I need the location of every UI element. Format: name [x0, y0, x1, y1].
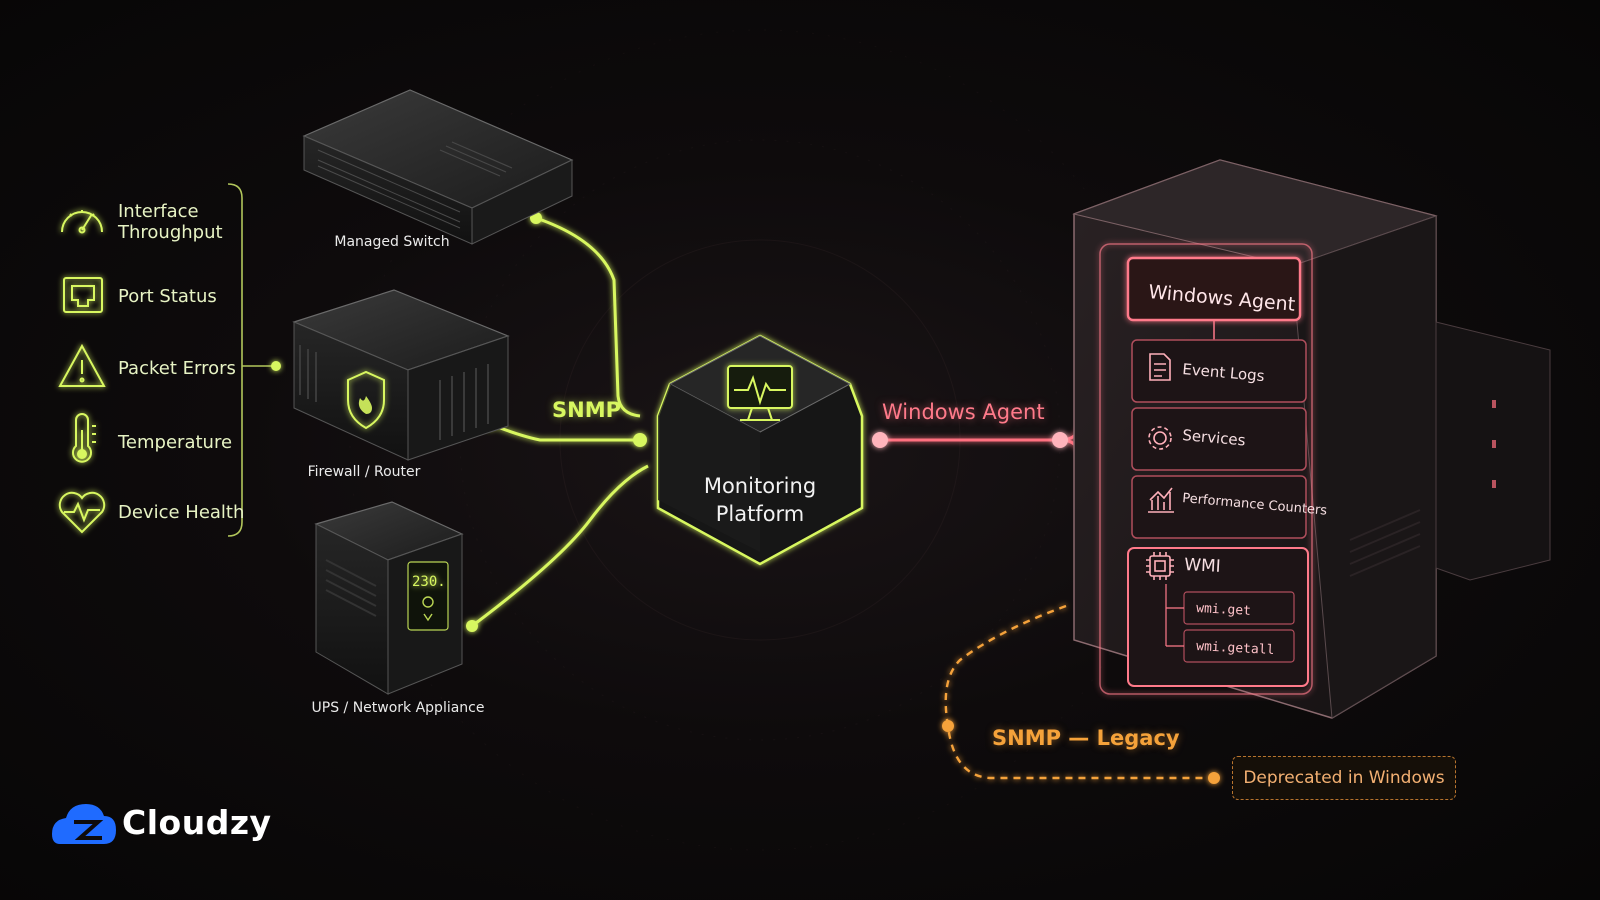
- hub-label-text: Monitoring Platform: [703, 474, 817, 526]
- bracket-node: [271, 361, 281, 371]
- wmi-call-getall: wmi.getall: [1196, 639, 1275, 658]
- metric-device-health: Device Health: [58, 488, 244, 536]
- metric-label: Temperature: [118, 431, 233, 453]
- ethernet-port-icon-slot: [58, 272, 106, 320]
- metric-label: Device Health: [118, 501, 245, 523]
- bar-chart-icon: [1148, 487, 1174, 513]
- ups-appliance-label: UPS / Network Appliance: [311, 700, 485, 716]
- metrics-bracket: [227, 183, 276, 537]
- ups-display-value: 230.: [412, 574, 446, 590]
- hub-snmp-node: [633, 433, 647, 447]
- gauge-icon: [61, 210, 103, 234]
- ups-device: [314, 501, 464, 695]
- document-icon: [1149, 353, 1171, 381]
- metric-temperature: Temperature: [58, 418, 232, 466]
- hub-agent-node: [872, 432, 888, 448]
- brand-logo: Cloudzy: [52, 800, 272, 844]
- chip-icon: [1146, 552, 1174, 580]
- brand-name: Cloudzy: [122, 802, 272, 842]
- metric-label: Port Status: [118, 285, 217, 307]
- heart-pulse-icon: [58, 491, 106, 534]
- fire-shield-icon: [347, 370, 385, 430]
- thermometer-icon-slot: [58, 418, 106, 466]
- metric-interface-throughput: Interface Throughput: [58, 198, 223, 246]
- windows-agent-label: Windows Agent: [882, 400, 1045, 424]
- managed-switch-device: [302, 89, 574, 245]
- snmp-label: SNMP: [552, 398, 621, 422]
- monitor-pulse-icon: [727, 365, 793, 409]
- metric-label: Interface Throughput: [118, 201, 223, 243]
- warning-icon: [58, 343, 106, 387]
- gauge-icon-slot: [58, 198, 106, 246]
- ups-port-node: [466, 620, 478, 632]
- server-modules: [1127, 339, 1309, 687]
- cloudzy-logo-icon: [52, 804, 116, 844]
- metric-label: Packet Errors: [118, 357, 236, 379]
- thermometer-icon: [72, 413, 96, 463]
- ups-display: [407, 561, 449, 631]
- server-item-services: Services: [1182, 426, 1247, 449]
- snmp-legacy-link: [944, 604, 1212, 780]
- wmi-call-get: wmi.get: [1196, 601, 1252, 619]
- legacy-node-left: [942, 720, 954, 732]
- deprecated-badge-label: Deprecated in Windows: [1243, 768, 1445, 788]
- warning-icon-slot: [58, 344, 106, 392]
- monitoring-platform-hub: [656, 334, 864, 566]
- server-agent-node: [1052, 432, 1068, 448]
- metric-port-status: Port Status: [58, 272, 217, 320]
- ethernet-port-icon: [63, 277, 103, 313]
- deprecated-badge: Deprecated in Windows: [1232, 756, 1456, 800]
- heart-pulse-icon-slot: [58, 488, 106, 536]
- firewall-router-label: Firewall / Router: [307, 464, 421, 480]
- legacy-node-right: [1208, 772, 1220, 784]
- metric-packet-errors: Packet Errors: [58, 344, 236, 392]
- snmp-legacy-label: SNMP — Legacy: [992, 726, 1180, 750]
- server-item-wmi: WMI: [1184, 555, 1221, 577]
- cloudzy-logo-icon-slot: [52, 800, 114, 844]
- gear-icon: [1148, 426, 1172, 450]
- managed-switch-label: Managed Switch: [334, 234, 450, 250]
- firewall-router-device: [292, 289, 510, 461]
- monitoring-platform-label: Monitoring Platform: [660, 472, 860, 528]
